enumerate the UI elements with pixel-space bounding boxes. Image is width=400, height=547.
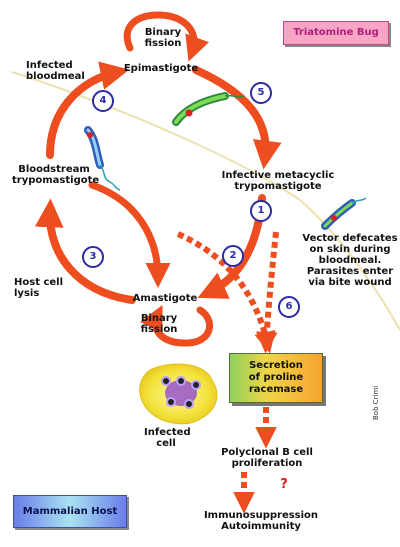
label-epimastigote: Epimastigote [123, 63, 199, 74]
triatomine-bug-label: Triatomine Bug [283, 21, 389, 45]
parasite-metacyclic-icon [321, 197, 367, 230]
arrow-bloodstream-to-amastigote [88, 181, 171, 289]
step-3-badge: 3 [82, 246, 104, 268]
arrow-binary-fission-top [123, 11, 209, 62]
arrow-epi-to-metacyclic [192, 66, 282, 170]
label-polyclonal: Polyclonal B cell proliferation [221, 447, 313, 469]
mammalian-host-label: Mammalian Host [13, 495, 127, 528]
label-bloodstream: Bloodstream trypomastigote [12, 164, 100, 186]
infected-cell-icon [139, 363, 218, 425]
step-2-badge: 2 [222, 245, 244, 267]
label-amastigote: Amastigote [132, 293, 198, 304]
step-6-badge: 6 [278, 296, 300, 318]
label-host-lysis: Host cell lysis [14, 277, 64, 299]
question-mark: ? [280, 477, 288, 492]
step-1-badge: 1 [250, 200, 272, 222]
parasite-epimastigote-icon [172, 92, 245, 126]
parasite-trypomastigote-icon [84, 126, 121, 191]
dashed-arrow-step6 [255, 231, 279, 354]
dashed-arrow-step2 [176, 231, 276, 354]
label-infected-cell: Infected cell [144, 427, 191, 449]
arrow-binary-fission-bottom [139, 304, 213, 347]
label-binary-fission-bottom: Binary fission [140, 313, 178, 335]
step-5-badge: 5 [250, 82, 272, 104]
label-vector-note: Vector defecates on skin during bloodmea… [302, 233, 398, 288]
step-4-badge: 4 [92, 90, 114, 112]
label-infected-bloodmeal: Infected bloodmeal [26, 60, 85, 82]
arrow-bloodstream-to-epi [46, 61, 130, 159]
proline-racemase-box: Secretion of proline racemase [229, 353, 323, 403]
label-autoimmunity: Immunosuppression Autoimmunity [203, 510, 319, 532]
artist-credit: Bob Crimi [372, 385, 380, 420]
arrow-amastigote-to-bloodstream [34, 198, 136, 304]
label-binary-fission-top: Binary fission [144, 27, 182, 49]
label-metacyclic: Infective metacyclic trypomastigote [221, 170, 335, 192]
